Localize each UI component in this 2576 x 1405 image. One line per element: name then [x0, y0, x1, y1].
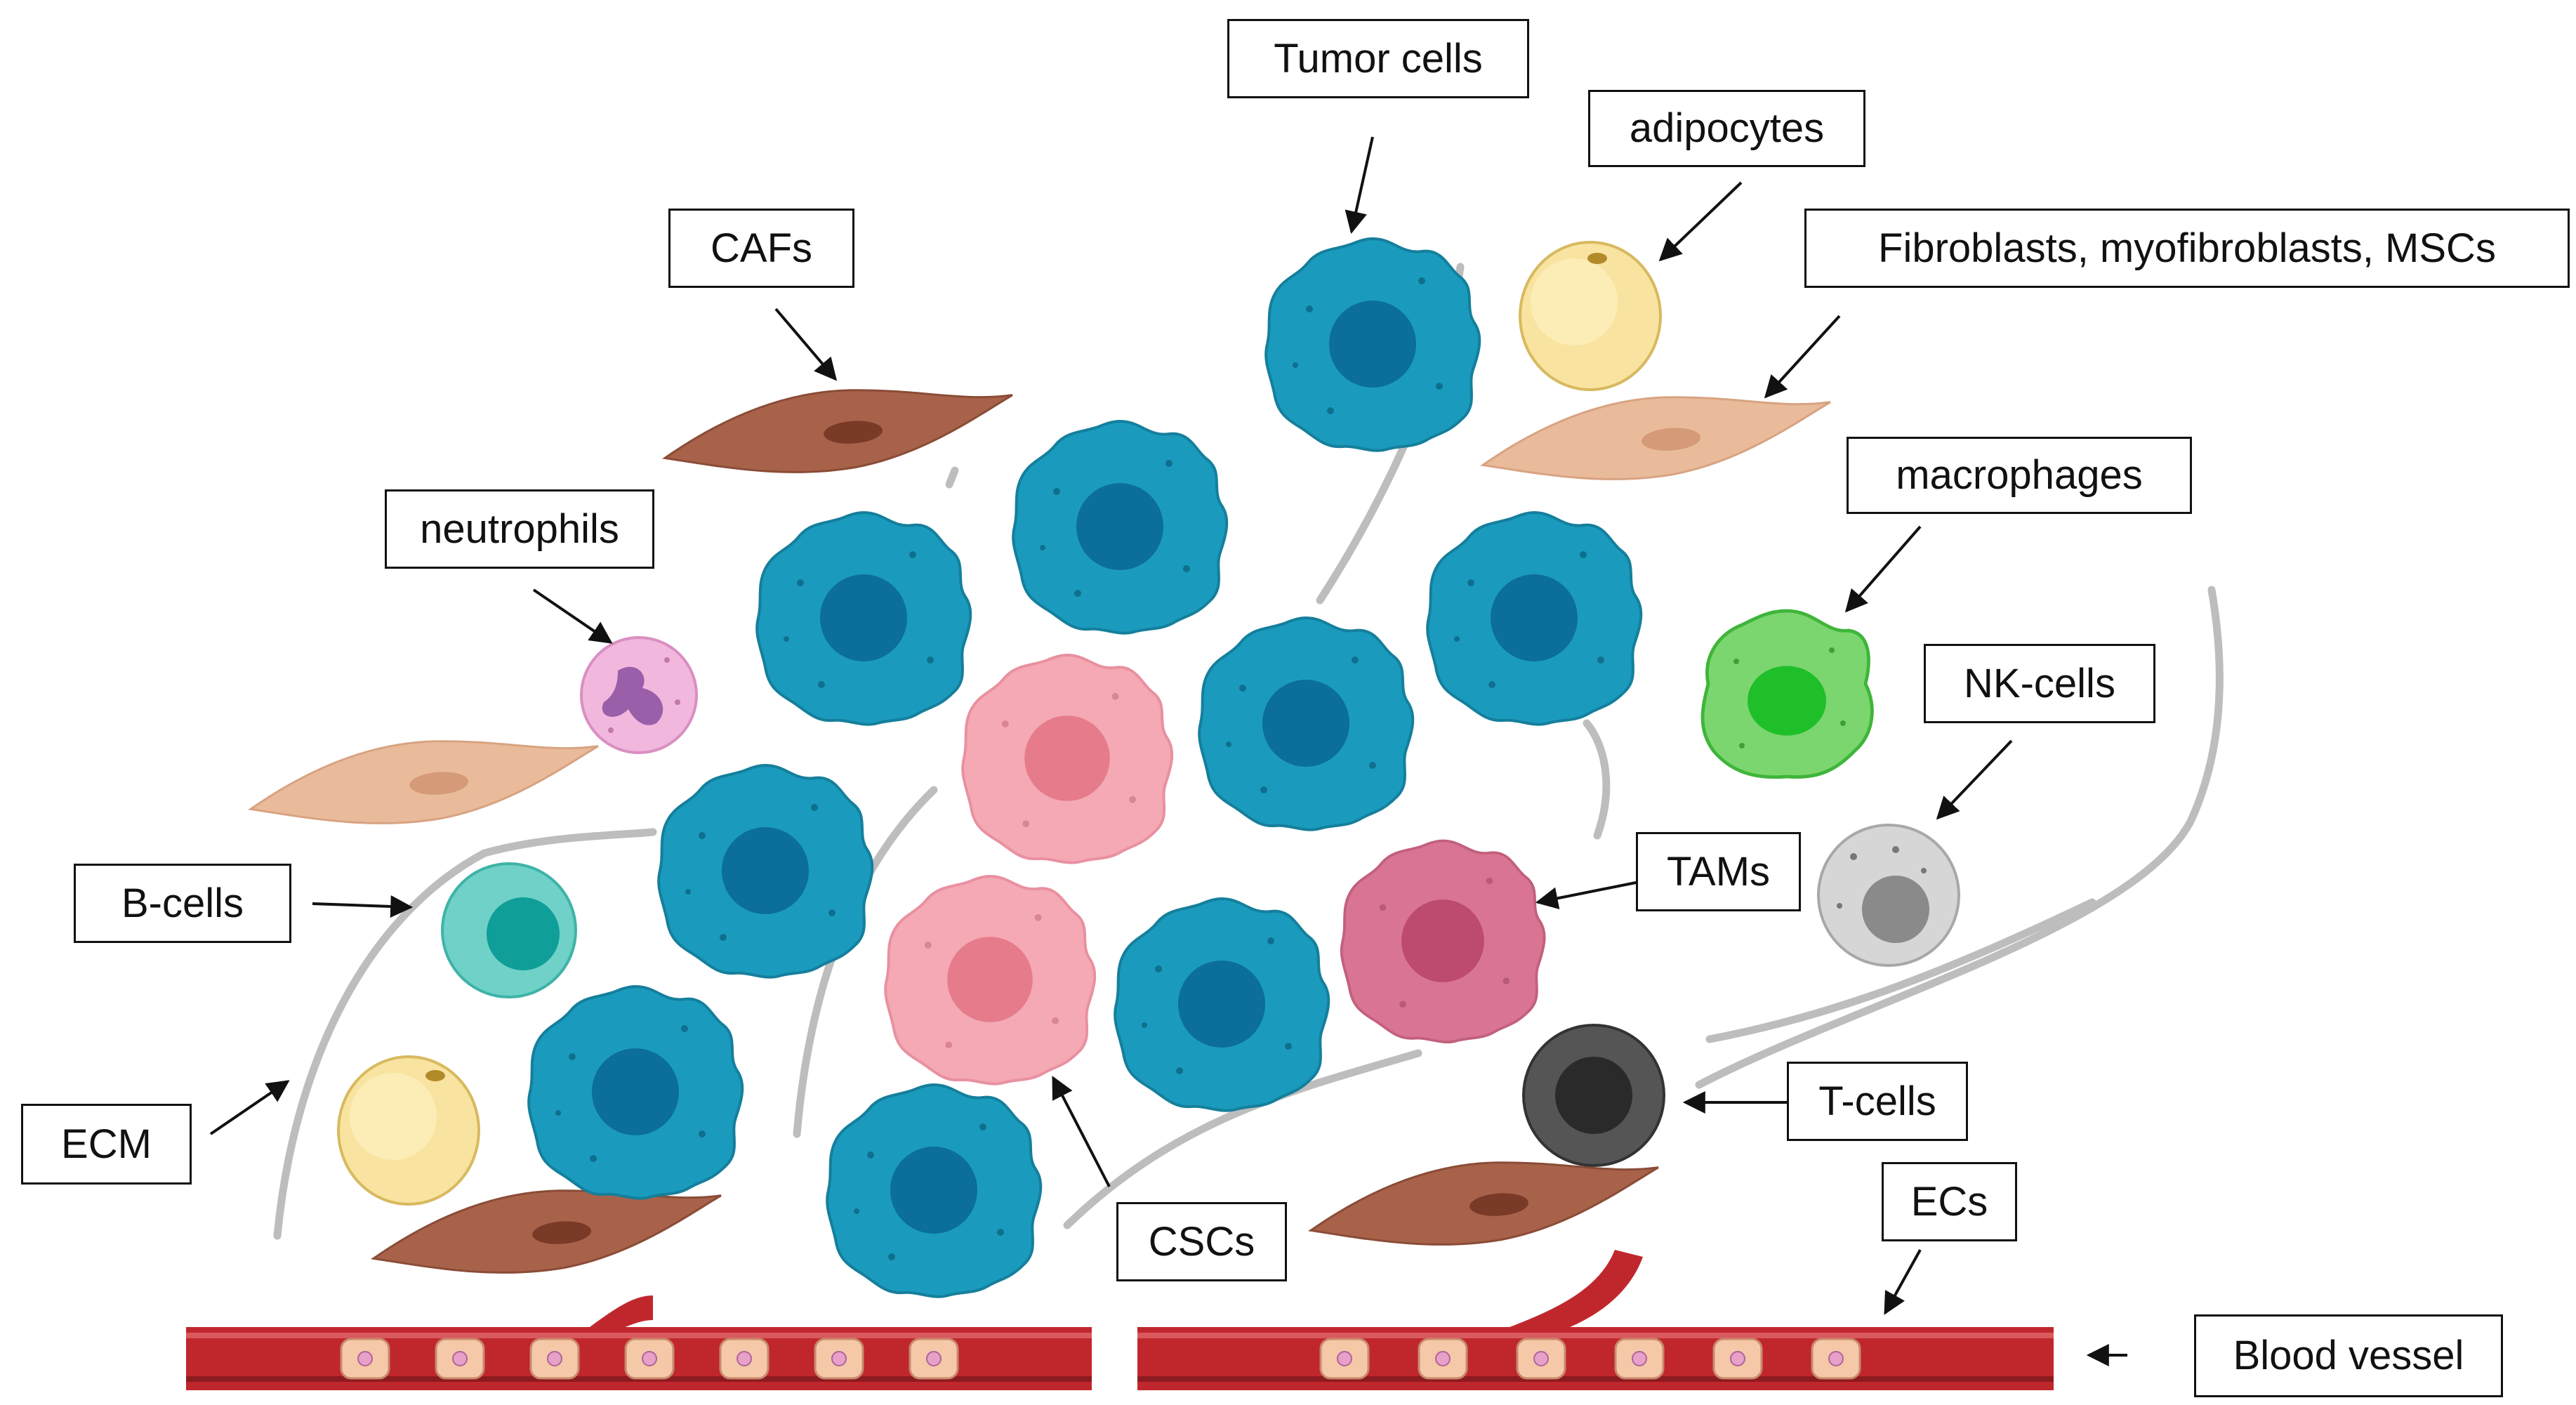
fibroblast-cell	[246, 728, 604, 835]
caf-cell	[660, 377, 1018, 484]
label-adipocytes: adipocytes	[1588, 90, 1865, 167]
fibroblast-cell	[1478, 384, 1836, 491]
label-cafs: CAFs	[668, 209, 854, 288]
label-macrophages: macrophages	[1847, 437, 2192, 514]
caf-cell	[369, 1178, 727, 1284]
adipocyte-cell	[1519, 241, 1662, 391]
blood-vessel-left	[186, 1295, 1092, 1390]
label-ecs: ECs	[1882, 1162, 2017, 1241]
tumor-cell	[1264, 237, 1481, 452]
label-blood-vessel: Blood vessel	[2194, 1314, 2503, 1397]
label-ecm: ECM	[21, 1104, 192, 1185]
macrophage-cell	[1700, 609, 1874, 779]
tumor-cell	[1012, 420, 1229, 635]
tumor-cell	[527, 985, 744, 1200]
tumor-cell	[1114, 897, 1330, 1112]
ecm-fibers	[273, 263, 2224, 1240]
adipocyte-cell	[337, 1055, 480, 1206]
tumor-cell	[1426, 511, 1643, 726]
label-b-cells: B-cells	[74, 864, 291, 943]
tumor-cell	[1198, 616, 1415, 831]
tumor-cell	[657, 764, 874, 979]
caf-cell	[1306, 1149, 1664, 1256]
neutrophil-cell	[580, 636, 698, 754]
t-cell	[1522, 1024, 1665, 1167]
pointer-arrows	[209, 136, 2127, 1366]
blood-vessel-right	[1137, 1250, 2054, 1390]
tumor-cell	[755, 511, 972, 726]
tumor-cell	[826, 1083, 1043, 1298]
label-tams: TAMs	[1636, 832, 1801, 911]
label-t-cells: T-cells	[1787, 1062, 1968, 1141]
label-tumor-cells: Tumor cells	[1227, 19, 1529, 98]
b-cell	[441, 862, 577, 998]
csc-cell	[961, 654, 1174, 864]
tam-cell	[1340, 839, 1546, 1044]
label-neutrophils: neutrophils	[385, 489, 654, 569]
label-nk-cells: NK-cells	[1924, 644, 2155, 723]
nk-cell	[1817, 824, 1960, 967]
label-cscs: CSCs	[1116, 1202, 1287, 1281]
label-fibroblasts: Fibroblasts, myofibroblasts, MSCs	[1804, 209, 2570, 288]
csc-cell	[884, 875, 1097, 1086]
